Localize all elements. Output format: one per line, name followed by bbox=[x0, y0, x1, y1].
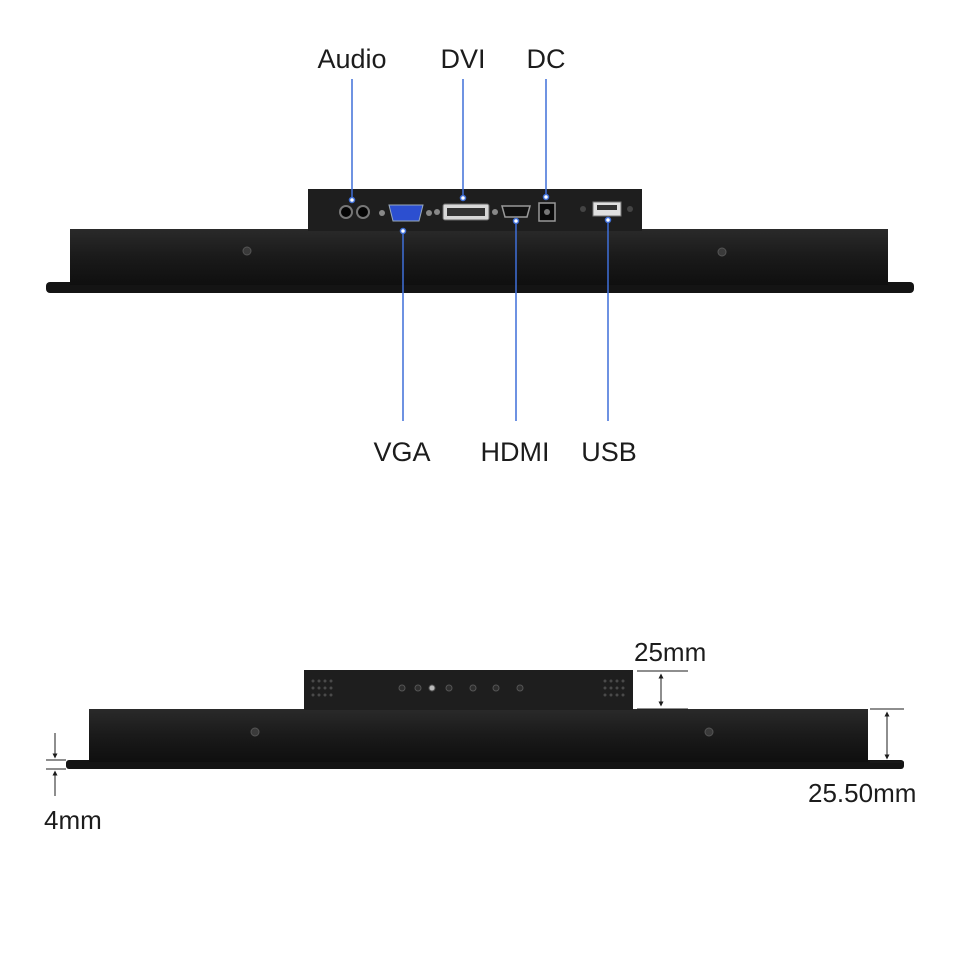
control-buttons bbox=[398, 684, 524, 692]
box-height-label: 25mm bbox=[634, 637, 706, 667]
screw bbox=[704, 727, 714, 737]
body-height-label: 25.50mm bbox=[808, 778, 916, 808]
dim-body-height bbox=[870, 708, 904, 763]
side-main-body bbox=[89, 709, 868, 762]
dim-box-height bbox=[637, 670, 688, 710]
dc-label: DC bbox=[527, 44, 566, 74]
dvi-port bbox=[434, 203, 498, 221]
screw bbox=[250, 727, 260, 737]
hdmi-port bbox=[501, 205, 531, 218]
hdmi-label: HDMI bbox=[481, 437, 550, 467]
screw bbox=[242, 246, 252, 256]
dc-port bbox=[538, 202, 556, 222]
usb-label: USB bbox=[581, 437, 637, 467]
usb-port bbox=[592, 201, 622, 217]
screw bbox=[717, 247, 727, 257]
bezel-thickness-label: 4mm bbox=[44, 805, 102, 835]
screw bbox=[580, 206, 586, 212]
audio-label: Audio bbox=[317, 44, 386, 74]
vga-label: VGA bbox=[373, 437, 430, 467]
vent-grille bbox=[603, 679, 625, 697]
vga-port bbox=[379, 204, 432, 222]
top-view: Audio DVI DC VGA HDMI USB bbox=[46, 44, 914, 467]
button-box bbox=[304, 670, 633, 710]
leader-lines bbox=[351, 79, 609, 421]
side-bezel bbox=[66, 760, 904, 769]
dvi-label: DVI bbox=[440, 44, 485, 74]
vent-grille bbox=[311, 679, 333, 697]
side-view: 25mm 25.50mm 4mm bbox=[44, 637, 916, 835]
audio-port bbox=[339, 205, 370, 219]
dim-bezel-thickness bbox=[46, 733, 66, 796]
screw bbox=[627, 206, 633, 212]
top-main-body bbox=[70, 229, 888, 285]
